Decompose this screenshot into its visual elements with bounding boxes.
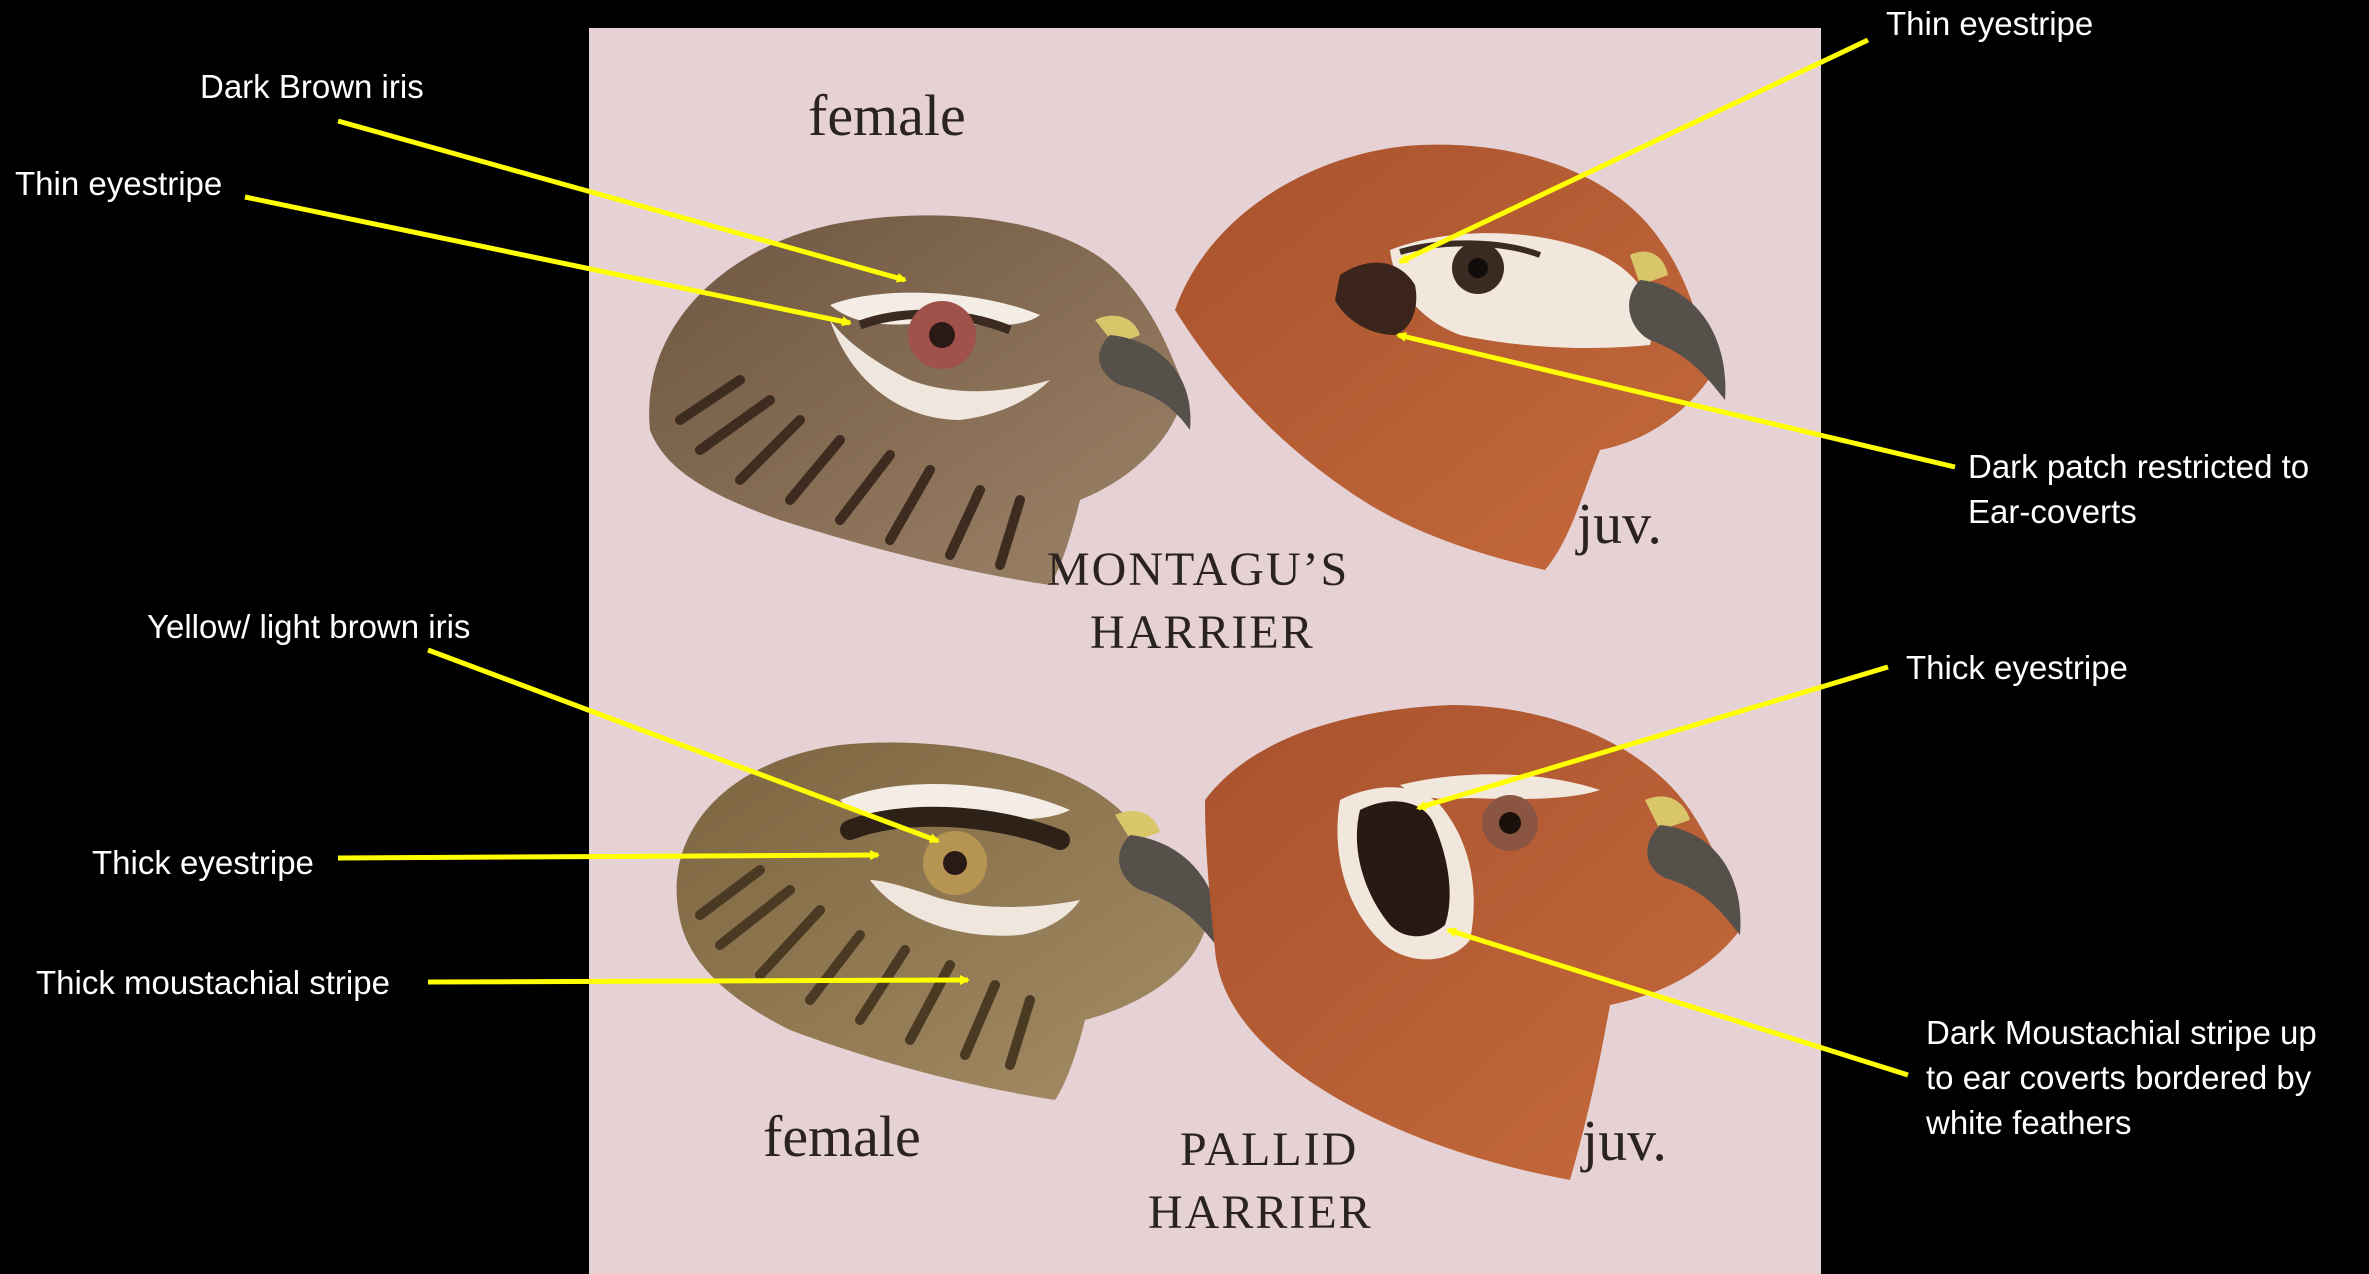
arrow-thick-eyestripe-left bbox=[338, 855, 878, 858]
montagus-juv-label: juv. bbox=[1575, 491, 1662, 556]
pallid-female-label: female bbox=[763, 1104, 921, 1169]
label-thin-eyestripe-right: Thin eyestripe bbox=[1886, 1, 2093, 46]
label-thick-moustachial: Thick moustachial stripe bbox=[36, 960, 390, 1005]
montagus-title-line2: HARRIER bbox=[1090, 606, 1315, 659]
label-thick-eyestripe-right: Thick eyestripe bbox=[1906, 645, 2128, 690]
montagus-female-label: female bbox=[808, 83, 966, 148]
label-dark-patch: Dark patch restricted to Ear-coverts bbox=[1968, 444, 2309, 534]
label-dark-brown-iris: Dark Brown iris bbox=[200, 64, 424, 109]
pallid-title-line1: PALLID bbox=[1180, 1123, 1358, 1176]
arrow-thick-moustachial bbox=[428, 980, 968, 982]
pallid-juv-label: juv. bbox=[1580, 1108, 1667, 1173]
label-yellow-iris: Yellow/ light brown iris bbox=[147, 604, 470, 649]
label-thin-eyestripe-left: Thin eyestripe bbox=[15, 161, 222, 206]
label-thick-eyestripe-left: Thick eyestripe bbox=[92, 840, 314, 885]
pallid-title-line2: HARRIER bbox=[1148, 1186, 1373, 1239]
label-dark-moustachial: Dark Moustachial stripe up to ear covert… bbox=[1926, 1010, 2317, 1145]
montagus-title-line1: MONTAGU’S bbox=[1047, 543, 1349, 596]
